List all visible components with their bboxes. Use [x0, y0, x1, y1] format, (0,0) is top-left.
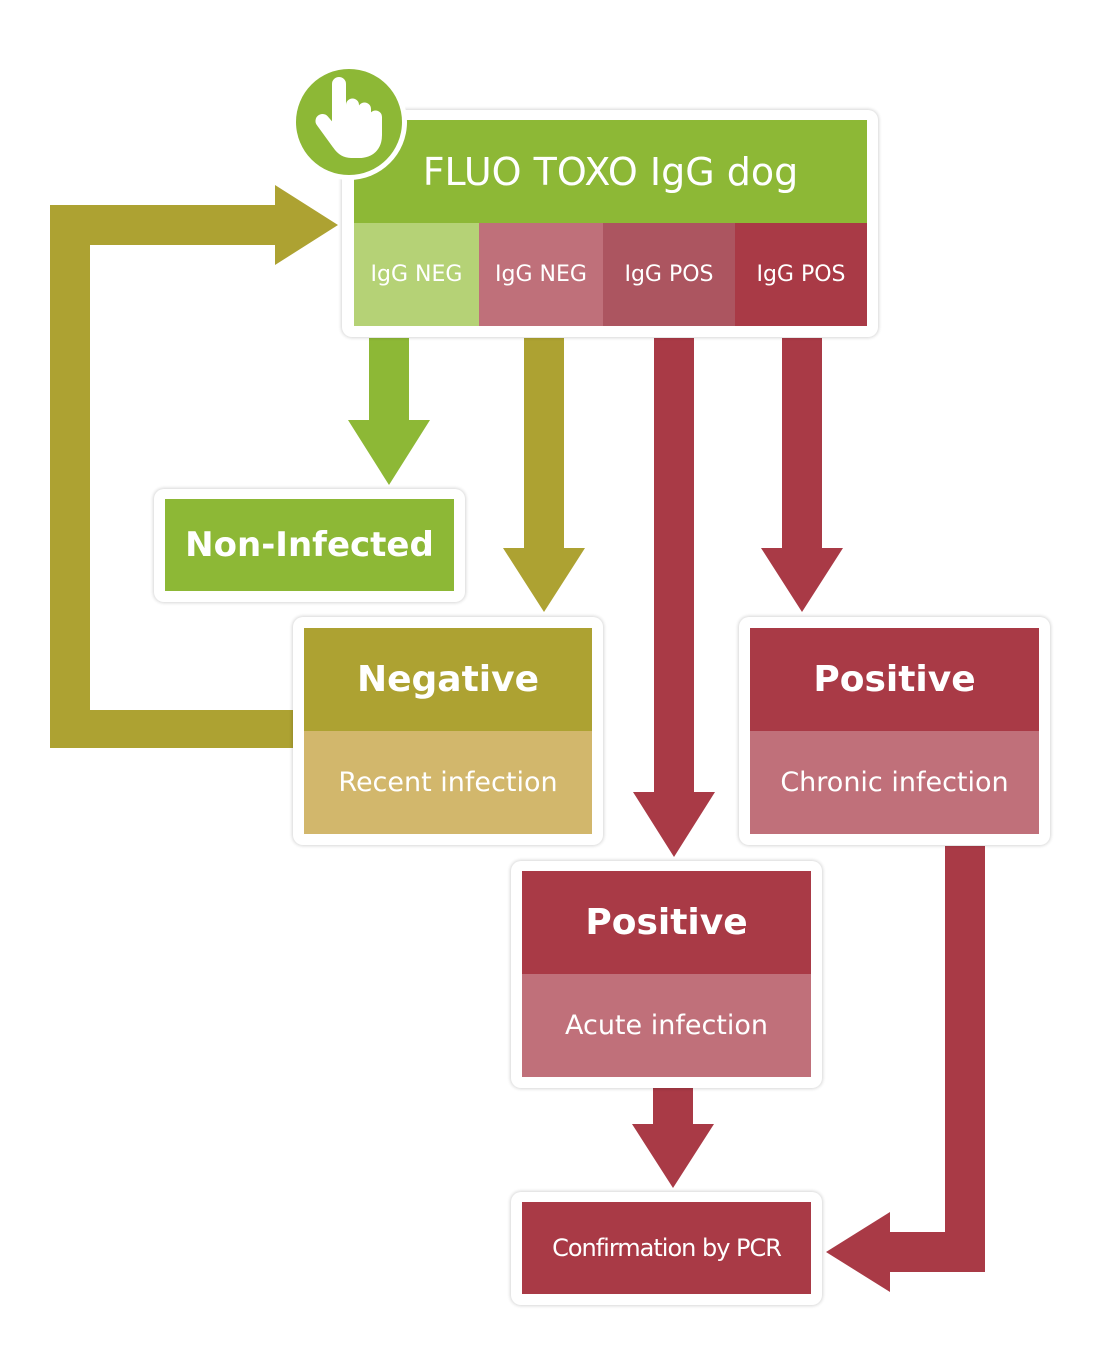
positive-acute-box: Positive Acute infection	[522, 871, 811, 1077]
negative-subtitle: Recent infection	[304, 731, 592, 834]
positive-chronic-subtitle: Chronic infection	[750, 731, 1039, 834]
test-box: FLUO TOXO IgG dog IgG NEG IgG NEG IgG PO…	[354, 120, 867, 326]
loop-arrow	[50, 185, 338, 748]
result-igg-neg-1[interactable]: IgG NEG	[354, 223, 479, 326]
arrow-to-chronic	[761, 338, 843, 612]
positive-chronic-box: Positive Chronic infection	[750, 628, 1039, 834]
positive-acute-title: Positive	[522, 871, 811, 974]
result-igg-neg-2[interactable]: IgG NEG	[479, 223, 603, 326]
test-title: FLUO TOXO IgG dog	[354, 120, 867, 223]
positive-acute-subtitle: Acute infection	[522, 974, 811, 1077]
negative-box: Negative Recent infection	[304, 628, 592, 834]
confirmation-box: Confirmation by PCR	[522, 1202, 811, 1294]
arrow-to-non-infected	[348, 338, 430, 485]
arrow-acute-to-pcr	[632, 1088, 714, 1188]
result-igg-pos-1[interactable]: IgG POS	[603, 223, 735, 326]
non-infected-label: Non-Infected	[165, 499, 454, 591]
negative-title: Negative	[304, 628, 592, 731]
result-igg-pos-2[interactable]: IgG POS	[735, 223, 867, 326]
positive-chronic-title: Positive	[750, 628, 1039, 731]
arrow-to-acute	[633, 338, 715, 857]
arrow-chronic-to-pcr	[826, 846, 985, 1292]
pointing-hand-icon	[291, 64, 407, 180]
confirmation-label: Confirmation by PCR	[522, 1202, 811, 1294]
arrow-to-negative	[503, 338, 585, 612]
non-infected-box: Non-Infected	[165, 499, 454, 591]
